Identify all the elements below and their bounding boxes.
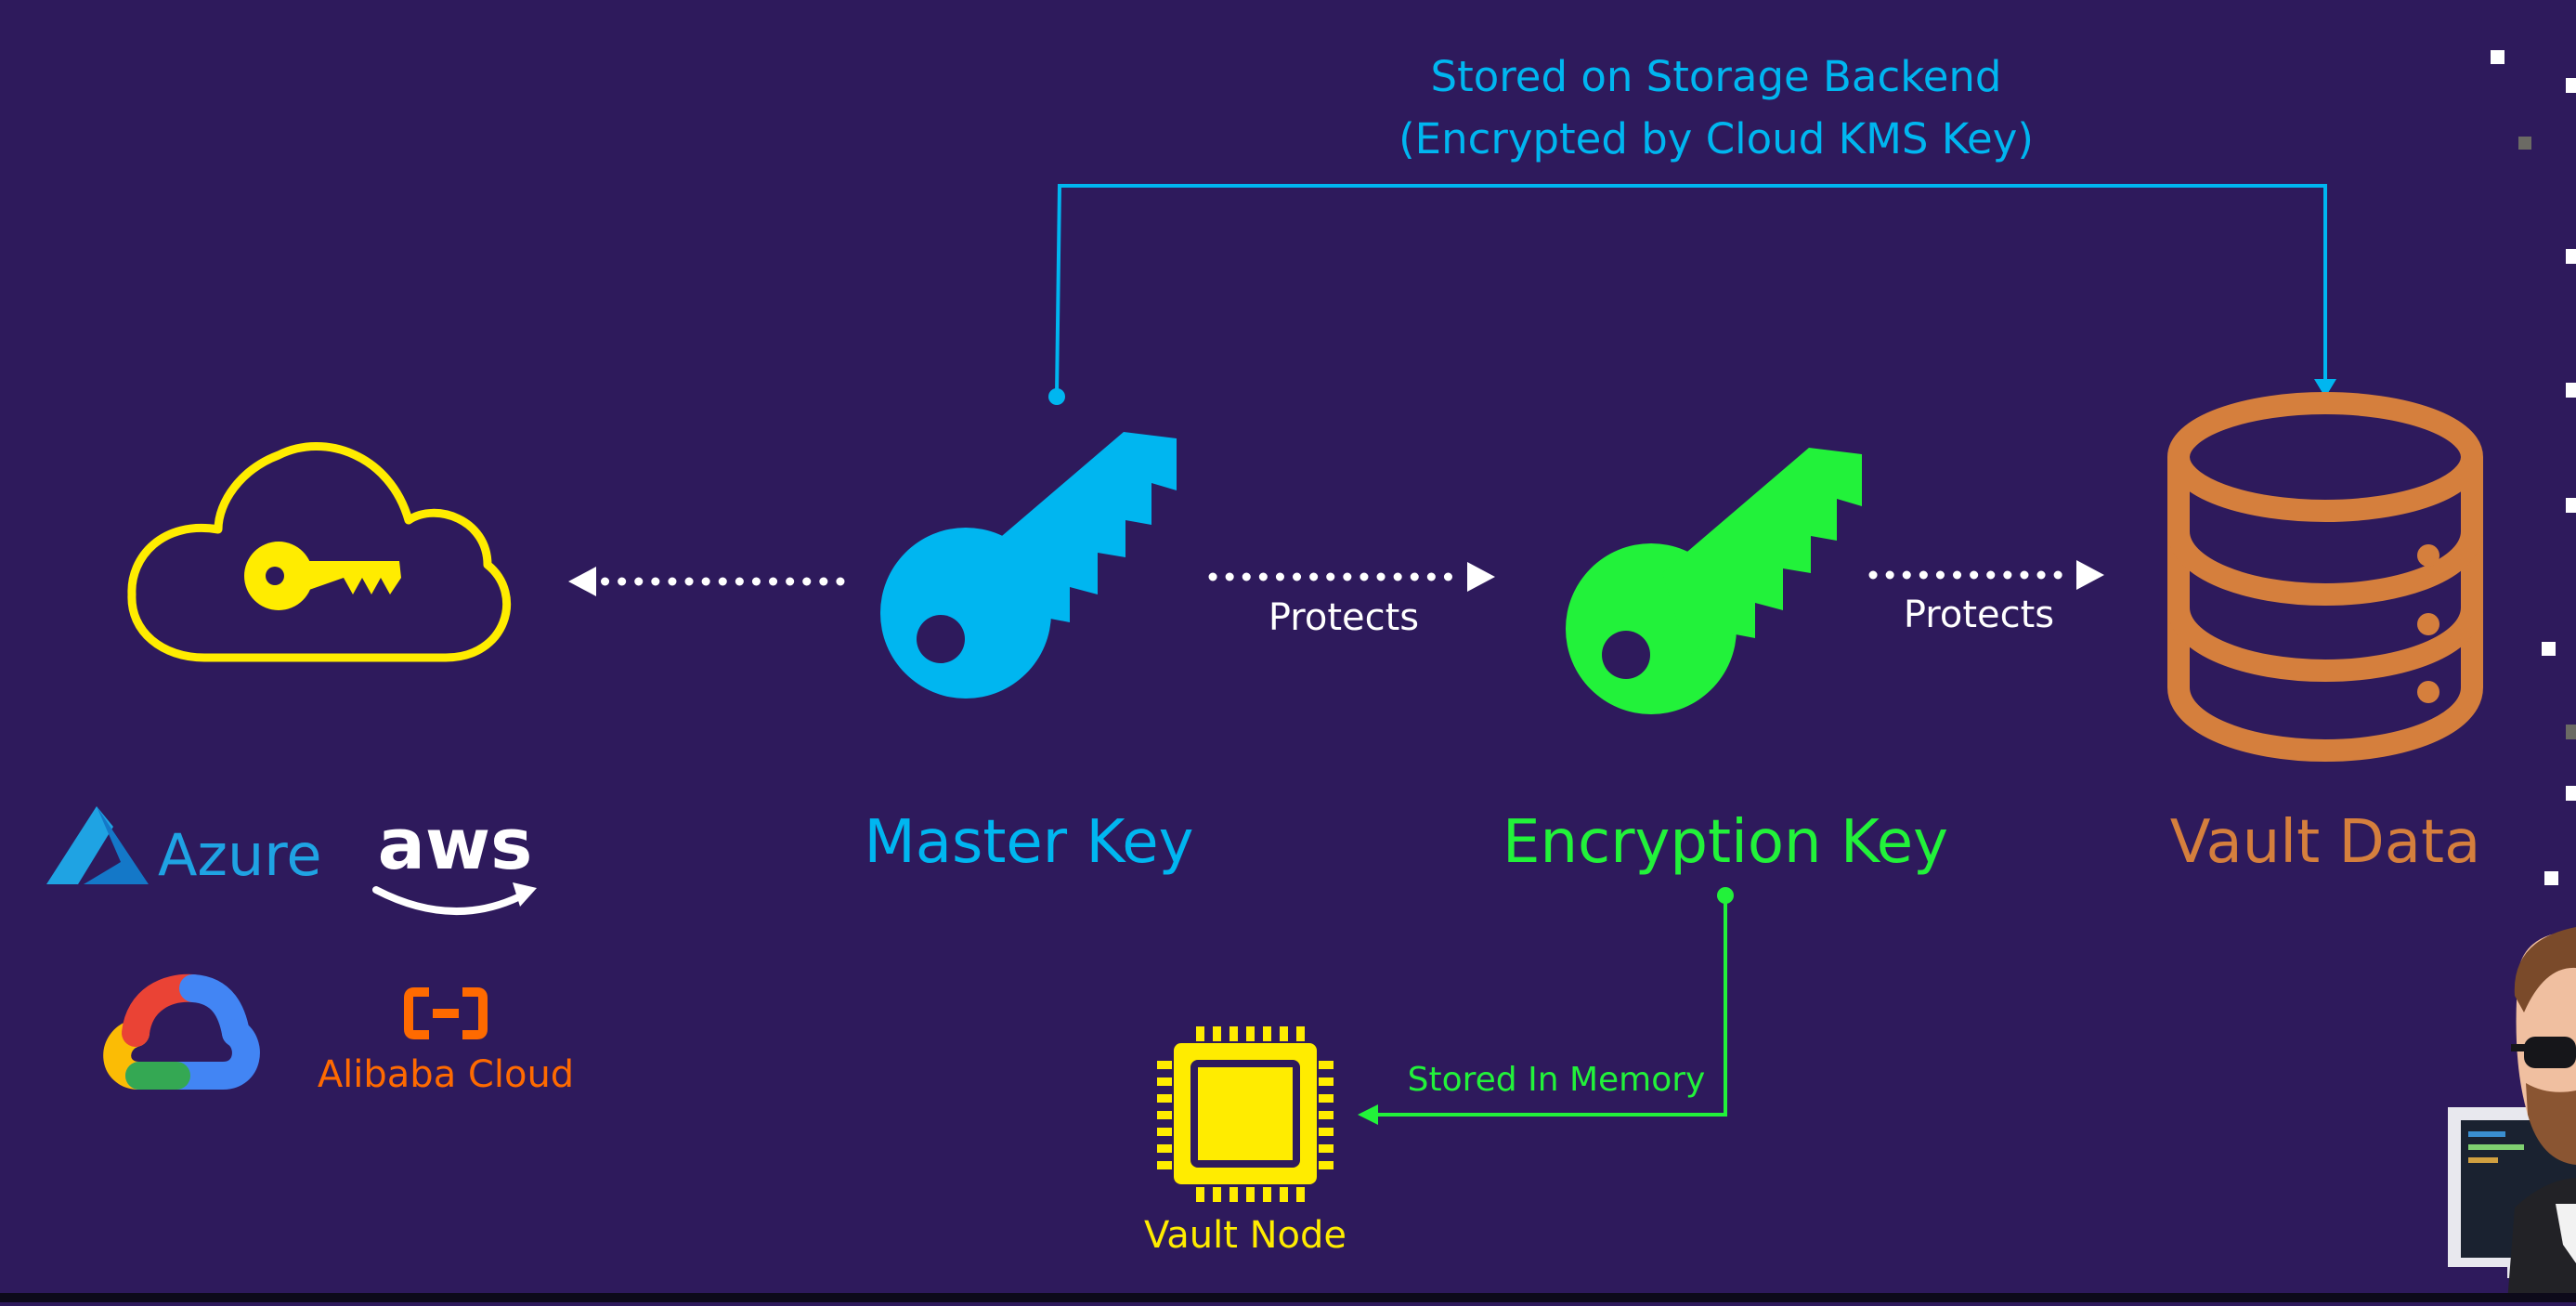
- encrypted-by-kms-label: (Encrypted by Cloud KMS Key): [1399, 114, 2034, 163]
- storage-backend-label: Stored on Storage Backend: [1431, 52, 2002, 101]
- cloud-key-icon: [127, 442, 512, 662]
- protects-label-1: Protects: [1268, 596, 1419, 639]
- memory-connector: [1358, 887, 1734, 1125]
- database-indicator-dots: [2417, 544, 2439, 703]
- chip-pins-right: [1319, 1061, 1334, 1169]
- vault-data-label: Vault Data: [2170, 808, 2481, 877]
- azure-wordmark: Azure: [158, 821, 322, 889]
- aws-wordmark: aws: [378, 803, 533, 885]
- azure-logo-icon: [46, 806, 149, 884]
- stored-in-memory-label: Stored In Memory: [1408, 1061, 1706, 1099]
- dotted-arrow-master-to-encryption: [1208, 562, 1495, 592]
- master-key-icon: [880, 432, 1177, 699]
- protects-label-2: Protects: [1904, 594, 2054, 636]
- alibaba-cloud-logo-icon: [404, 987, 488, 1039]
- presenter-avatar-icon: [2448, 927, 2576, 1302]
- decorative-squares: [2491, 50, 2576, 885]
- bottom-bar: [0, 1293, 2576, 1302]
- encryption-key-label: Encryption Key: [1503, 808, 1948, 877]
- storage-backend-connector: [1048, 184, 2336, 405]
- dotted-arrow-to-cloud: [568, 567, 845, 596]
- aws-logo-icon: [372, 882, 537, 915]
- master-key-label: Master Key: [865, 808, 1194, 877]
- chip-pins-left: [1157, 1061, 1172, 1169]
- encryption-key-icon: [1566, 448, 1862, 714]
- google-cloud-logo-icon: [103, 973, 260, 1090]
- chip-pins-top: [1196, 1026, 1305, 1041]
- chip-icon: [1157, 1026, 1334, 1202]
- chip-pins-bottom: [1196, 1187, 1305, 1202]
- dotted-arrow-encryption-to-data: [1868, 560, 2104, 590]
- database-icon: [2167, 392, 2483, 763]
- vault-node-label: Vault Node: [1144, 1214, 1347, 1257]
- alibaba-cloud-wordmark: Alibaba Cloud: [318, 1053, 574, 1096]
